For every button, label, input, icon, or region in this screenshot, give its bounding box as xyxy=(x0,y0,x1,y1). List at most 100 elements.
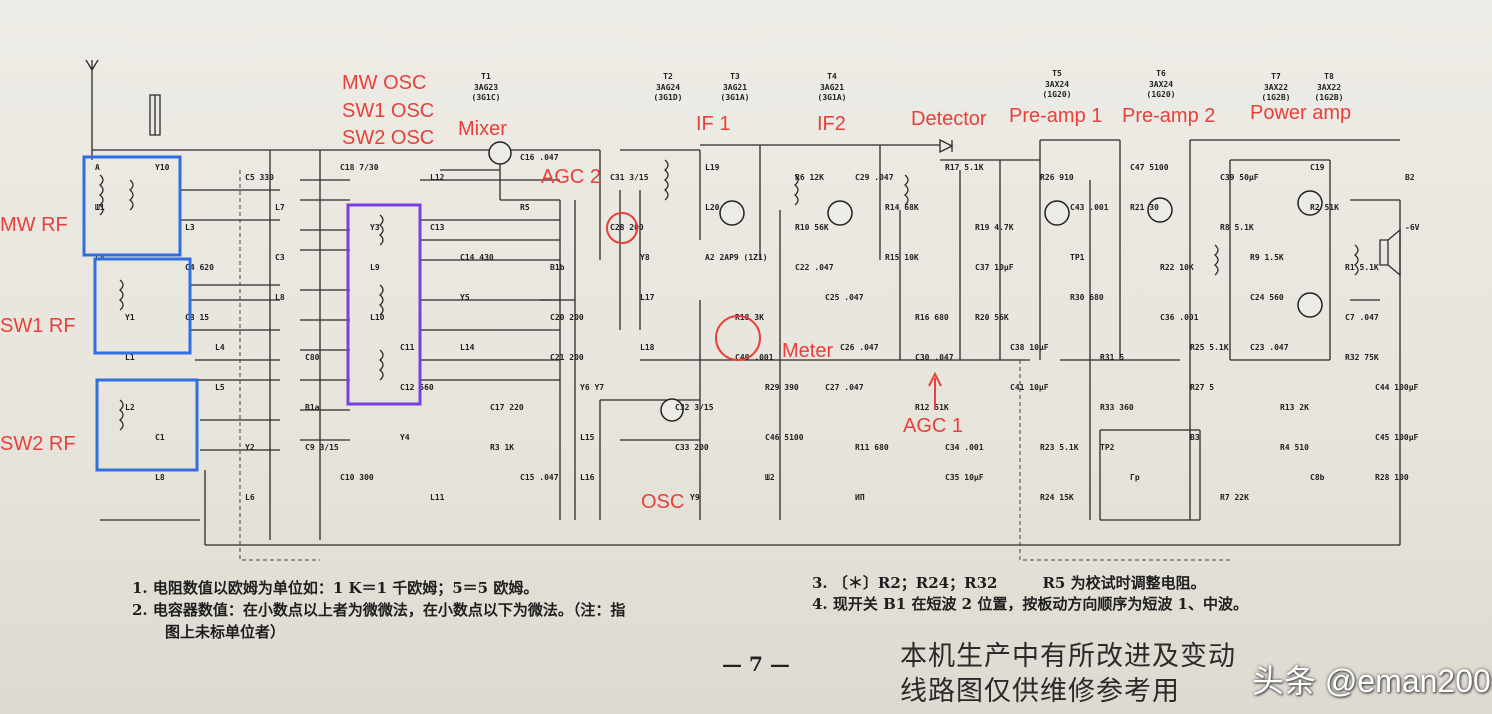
component-label: C9 3/15 xyxy=(305,443,339,452)
label-mw-rf: MW RF xyxy=(0,214,68,236)
component-label: B1b xyxy=(550,263,565,272)
component-label: L10 xyxy=(370,313,385,322)
component-label: C12 560 xyxy=(400,383,434,392)
note-2: 2. 电容器数值：在小数点以上者为微微法，在小数点以下为微法。（注：指 xyxy=(132,601,626,619)
agc1-arrow xyxy=(928,371,942,410)
component-label: C5 330 xyxy=(245,173,274,182)
component-label: R15 10K xyxy=(885,253,919,262)
component-label: Y3 xyxy=(370,223,380,232)
component-label: Y2 xyxy=(245,443,255,452)
component-label: R5 xyxy=(520,203,530,212)
component-label: R21 30 xyxy=(1130,203,1159,212)
component-label: C32 3/15 xyxy=(675,403,714,412)
component-label: R16 680 xyxy=(915,313,949,322)
svg-text:T8: T8 xyxy=(1324,72,1334,81)
component-label: Y9 xyxy=(690,493,700,502)
component-label: L17 xyxy=(640,293,655,302)
component-label: R6 12K xyxy=(795,173,824,182)
component-label: C41 10μF xyxy=(1010,383,1049,392)
component-label: A xyxy=(95,163,100,172)
component-label: C13 xyxy=(430,223,445,232)
component-label: C80 xyxy=(305,353,320,362)
component-label: R9 1.5K xyxy=(1250,253,1284,262)
svg-text:T7: T7 xyxy=(1271,72,1281,81)
component-label: R2 51K xyxy=(1310,203,1339,212)
component-label: Ш1 xyxy=(95,203,105,212)
component-label: C36 .001 xyxy=(1160,313,1199,322)
component-label: Y6 Y7 xyxy=(580,383,604,392)
component-label: C40 .001 xyxy=(735,353,774,362)
component-label: L7 xyxy=(275,203,285,212)
component-label: C4 620 xyxy=(185,263,214,272)
label-sw1-osc: SW1 OSC xyxy=(342,100,434,122)
stamp-line-1: 本机生产中有所改进及变动 xyxy=(900,641,1236,672)
component-label: C10 300 xyxy=(340,473,374,482)
coils xyxy=(98,159,1359,431)
label-meter: Meter xyxy=(782,340,833,362)
svg-text:T4: T4 xyxy=(827,72,837,81)
component-label: C16 .047 xyxy=(520,153,559,162)
component-label: R33 360 xyxy=(1100,403,1134,412)
component-label: R31 5 xyxy=(1100,353,1124,362)
svg-text:3AG21: 3AG21 xyxy=(723,83,747,92)
component-label: C19 xyxy=(1310,163,1325,172)
component-label: B3 xyxy=(1190,433,1200,442)
meter-highlight xyxy=(715,315,761,361)
component-label: C44 100μF xyxy=(1375,383,1419,392)
label-power-amp: Power amp xyxy=(1250,102,1351,124)
wiring xyxy=(85,59,1401,561)
component-label: R28 100 xyxy=(1375,473,1409,482)
component-label: L20 xyxy=(705,203,720,212)
component-label: R8 5.1K xyxy=(1220,223,1254,232)
svg-text:T6: T6 xyxy=(1156,69,1166,78)
component-label: R29 390 xyxy=(765,383,799,392)
component-label: C18 7/30 xyxy=(340,163,379,172)
svg-text:3AG23: 3AG23 xyxy=(474,83,498,92)
note-3: 3. 〔＊〕R2；R24；R32 R5 为校试时调整电阻。 xyxy=(812,574,1206,592)
mw-rf-box xyxy=(82,155,182,257)
component-label: L3 xyxy=(185,223,195,232)
label-if2: IF2 xyxy=(817,113,846,135)
note-2-cont: 图上未标单位者） xyxy=(165,623,286,641)
component-label: R12 51K xyxy=(915,403,949,412)
component-label: Y5 xyxy=(460,293,470,302)
component-label: B1a xyxy=(305,403,320,412)
svg-text:(3G1C): (3G1C) xyxy=(472,93,501,102)
svg-text:3AG24: 3AG24 xyxy=(656,83,680,92)
component-label: L15 xyxy=(580,433,595,442)
label-preamp1: Pre-amp 1 xyxy=(1009,105,1102,127)
component-label: R26 910 xyxy=(1040,173,1074,182)
svg-text:(3G1A): (3G1A) xyxy=(818,93,847,102)
component-label: R32 75K xyxy=(1345,353,1379,362)
component-label: A2 2AP9 (1Z1) xyxy=(705,253,768,262)
component-label: ИП xyxy=(855,493,865,502)
component-label: R11 680 xyxy=(855,443,889,452)
component-label: L11 xyxy=(430,493,445,502)
component-label: R18 3K xyxy=(735,313,764,322)
label-sw1-rf: SW1 RF xyxy=(0,315,76,337)
component-label: Гр xyxy=(1130,473,1140,482)
component-label: C20 200 xyxy=(550,313,584,322)
osc-coils-box xyxy=(346,203,422,406)
label-osc: OSC xyxy=(641,491,684,513)
component-label: Y4 xyxy=(400,433,410,442)
component-label: C22 .047 xyxy=(795,263,834,272)
component-label: C25 .047 xyxy=(825,293,864,302)
label-mw-osc: MW OSC xyxy=(342,72,426,94)
transistor-symbols xyxy=(488,141,1323,422)
svg-text:(1G20): (1G20) xyxy=(1147,90,1176,99)
note-4: 4. 现开关 B1 在短波 2 位置，按板动方向顺序为短波 1、中波。 xyxy=(812,595,1248,613)
component-label: C28 200 xyxy=(610,223,644,232)
speaker-icon xyxy=(1379,228,1401,277)
component-label: Y10 xyxy=(155,163,170,172)
component-label: L2 xyxy=(125,403,135,412)
component-label: R14 68K xyxy=(885,203,919,212)
label-sw2-osc: SW2 OSC xyxy=(342,127,434,149)
svg-text:(3G1D): (3G1D) xyxy=(654,93,683,102)
svg-text:T1: T1 xyxy=(481,72,491,81)
component-label: C26 .047 xyxy=(840,343,879,352)
svg-text:3AX24: 3AX24 xyxy=(1149,80,1173,89)
